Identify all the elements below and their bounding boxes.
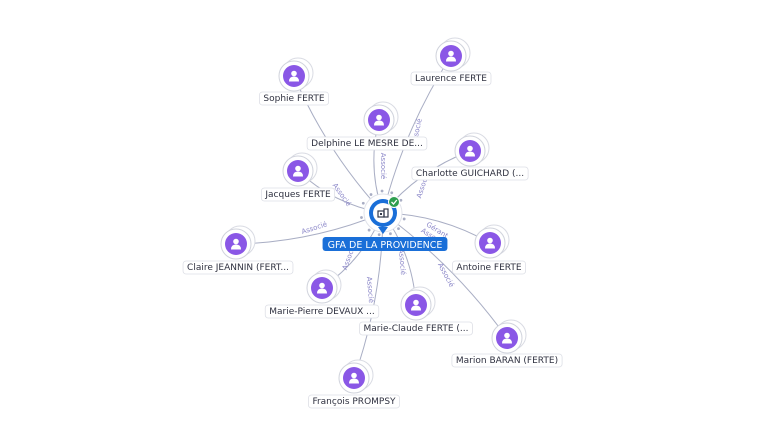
edge-arrow-laurence: [390, 191, 394, 195]
person-node-antoine[interactable]: Antoine FERTE: [452, 224, 526, 275]
person-icon: [411, 299, 421, 311]
person-node-delphine[interactable]: Delphine LE MESRE DE...: [306, 101, 428, 151]
person-label-claire[interactable]: Claire JEANNIN (FERT...: [182, 260, 294, 275]
person-label-laurence[interactable]: Laurence FERTE: [410, 71, 492, 86]
person-node-mariepierre[interactable]: Marie-Pierre DEVAUX ...: [264, 269, 380, 319]
person-icon: [349, 372, 359, 384]
person-name: Laurence FERTE: [415, 74, 487, 84]
person-icon: [446, 50, 456, 62]
edge-label-claire: Associé: [301, 220, 329, 236]
check-icon: [388, 196, 400, 208]
person-name: Charlotte GUICHARD (...: [416, 169, 524, 179]
person-label-antoine[interactable]: Antoine FERTE: [452, 260, 526, 275]
person-icon: [374, 114, 384, 126]
person-label-jacques[interactable]: Jacques FERTE: [260, 187, 336, 202]
person-name: François PROMPSY: [312, 397, 396, 407]
person-label-charlotte[interactable]: Charlotte GUICHARD (...: [411, 166, 529, 181]
edge-arrow-marion: [397, 227, 400, 231]
person-node-marion[interactable]: Marion BARAN (FERTE): [451, 319, 563, 368]
person-node-charlotte[interactable]: Charlotte GUICHARD (...: [411, 132, 529, 181]
person-label-marion[interactable]: Marion BARAN (FERTE): [451, 353, 563, 368]
edge-label-marieclaude: Associé: [397, 248, 407, 275]
person-icon: [231, 238, 241, 250]
person-node-francois[interactable]: François PROMPSY: [308, 359, 400, 409]
edge-arrow-claire: [360, 216, 363, 219]
person-icon: [485, 237, 495, 249]
person-icon: [502, 332, 512, 344]
edge-arrow-delphine: [380, 189, 384, 193]
edge-arrow-sophie: [369, 193, 373, 196]
company-name: GFA DE LA PROVIDENCE: [328, 240, 443, 251]
person-icon: [293, 165, 303, 177]
person-name: Marie-Claude FERTE (...: [364, 324, 469, 334]
person-label-francois[interactable]: François PROMPSY: [308, 394, 400, 409]
person-node-sophie[interactable]: Sophie FERTE: [259, 57, 329, 106]
person-name: Delphine LE MESRE DE...: [311, 139, 423, 149]
center-node[interactable]: GFA DE LA PROVIDENCE: [322, 193, 448, 251]
person-label-delphine[interactable]: Delphine LE MESRE DE...: [306, 136, 428, 151]
person-name: Marie-Pierre DEVAUX ...: [269, 307, 375, 317]
edge-label-francois: Associé: [365, 276, 375, 303]
edge-label-delphine: Associé: [379, 153, 387, 179]
center-label[interactable]: GFA DE LA PROVIDENCE: [322, 237, 448, 251]
person-node-laurence[interactable]: Laurence FERTE: [410, 37, 492, 86]
person-name: Jacques FERTE: [264, 190, 331, 200]
edge-arrow-charlotte: [399, 198, 403, 202]
person-name: Marion BARAN (FERTE): [456, 356, 558, 366]
edge-arrow-jacques: [361, 201, 365, 205]
person-name: Claire JEANNIN (FERT...: [187, 263, 289, 273]
person-name: Antoine FERTE: [456, 263, 521, 273]
edge-marion: [382, 212, 508, 339]
edge-arrow-mariepierre: [367, 228, 371, 232]
edge-arrow-antoine: [402, 217, 406, 221]
person-label-mariepierre[interactable]: Marie-Pierre DEVAUX ...: [264, 304, 380, 319]
edge-arrow-francois: [377, 233, 381, 237]
person-label-sophie[interactable]: Sophie FERTE: [259, 91, 329, 106]
building-icon: [377, 208, 389, 218]
person-icon: [289, 70, 299, 82]
person-icon: [465, 145, 475, 157]
person-node-claire[interactable]: Claire JEANNIN (FERT...: [182, 225, 294, 275]
nodes-layer: Sophie FERTE Laurence FERTE Delphine LE ME…: [182, 37, 563, 409]
person-name: Sophie FERTE: [263, 94, 324, 104]
edge-arrow-marieclaude: [389, 232, 392, 236]
person-node-marieclaude[interactable]: Marie-Claude FERTE (...: [359, 286, 473, 336]
person-node-jacques[interactable]: Jacques FERTE: [260, 152, 336, 202]
person-label-marieclaude[interactable]: Marie-Claude FERTE (...: [359, 321, 473, 336]
person-icon: [317, 282, 327, 294]
